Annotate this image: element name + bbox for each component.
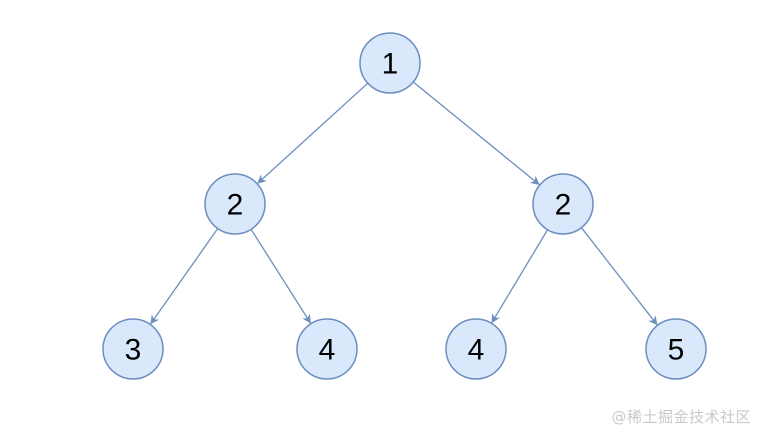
tree-node-label: 2 — [227, 189, 244, 222]
tree-node-label: 4 — [468, 334, 485, 367]
tree-node-label: 4 — [319, 334, 336, 367]
edges-layer — [150, 81, 658, 326]
tree-node: 5 — [645, 318, 707, 380]
tree-node-label: 3 — [125, 334, 142, 367]
edge-arrow — [412, 81, 540, 185]
tree-node: 2 — [532, 173, 594, 235]
edge-arrow — [580, 227, 658, 326]
tree-node: 2 — [204, 173, 266, 235]
watermark-text: @稀土掘金技术社区 — [611, 408, 751, 426]
tree-node-circle — [645, 318, 707, 380]
tree-node-circle — [445, 318, 507, 380]
tree-node-label: 1 — [382, 48, 399, 81]
tree-node-circle — [204, 173, 266, 235]
tree-node-circle — [532, 173, 594, 235]
edge-arrow — [257, 82, 369, 184]
tree-node-label: 5 — [668, 334, 685, 367]
edge-arrow — [491, 229, 549, 324]
tree-node: 4 — [296, 318, 358, 380]
tree-node: 4 — [445, 318, 507, 380]
tree-node: 1 — [359, 32, 421, 94]
tree-node-circle — [296, 318, 358, 380]
edge-arrow — [250, 228, 311, 324]
tree-node-circle — [359, 32, 421, 94]
tree-node-label: 2 — [555, 189, 572, 222]
tree-node: 3 — [102, 318, 164, 380]
nodes-layer: 1 2 2 3 4 4 5 — [102, 32, 707, 380]
edge-arrow — [150, 228, 219, 325]
tree-node-circle — [102, 318, 164, 380]
